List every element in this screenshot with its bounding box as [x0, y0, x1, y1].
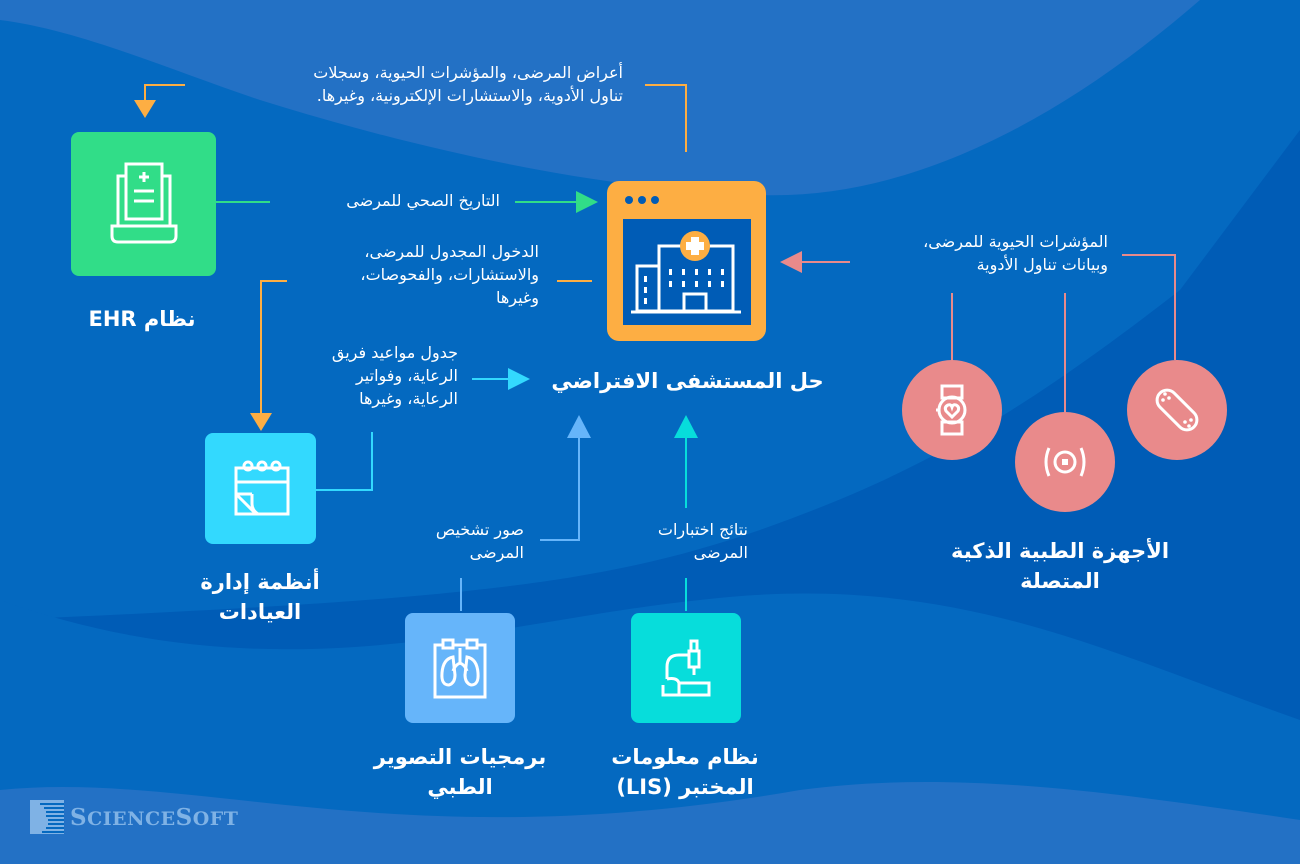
- devices-title: الأجهزة الطبية الذكية المتصلة: [950, 539, 1170, 593]
- flow-label-ehr-to-hub: التاريخ الصحي للمرضى: [346, 191, 500, 210]
- flow-label-lab-to-hub: نتائج اختبارات المرضى: [657, 520, 748, 562]
- hub-title: حل المستشفى الافتراضي: [551, 369, 824, 393]
- arrow-down-icon: [250, 413, 272, 431]
- microscope-icon: [661, 639, 711, 697]
- smartwatch-heart-icon: [936, 384, 967, 436]
- ehr-title: نظام EHR: [88, 307, 196, 331]
- medical-imaging-node[interactable]: [405, 613, 515, 723]
- ehr-laptop-document-icon: [110, 162, 177, 244]
- flow-label-imaging-to-hub: صور تشخيص المرضى: [435, 520, 524, 562]
- flow-label-clinic-to-hub: جدول مواعيد فريق الرعاية، وفواتير الرعاي…: [331, 343, 458, 408]
- adhesive-patch-icon: [1155, 388, 1199, 432]
- flow-label-devices-to-hub: المؤشرات الحيوية للمرضى، وبيانات تناول ا…: [923, 232, 1108, 274]
- lab-information-system-node[interactable]: [631, 613, 741, 723]
- arrow-right-icon: [576, 191, 598, 213]
- clinic-title: أنظمة إدارة العيادات: [200, 570, 320, 624]
- calendar-icon: [234, 460, 289, 515]
- flow-label-hub-to-clinic: الدخول المجدول للمرضى، والاستشارات، والف…: [360, 242, 539, 307]
- sciencesoft-wordmark: SCIENCESOFT: [70, 803, 239, 831]
- arrow-up-icon: [674, 415, 698, 438]
- arrow-left-icon: [780, 251, 802, 273]
- sciencesoft-logo-icon: [30, 800, 64, 834]
- arrow-down-icon: [134, 100, 156, 118]
- flow-label-hub-to-ehr: أعراض المرضى، والمؤشرات الحيوية، وسجلات …: [313, 63, 623, 105]
- clinic-management-node[interactable]: [205, 433, 316, 544]
- device-patch[interactable]: [1127, 360, 1227, 460]
- imaging-title: برمجيات التصوير الطبي: [373, 745, 547, 799]
- virtual-hospital-hub[interactable]: [607, 181, 766, 341]
- arrow-right-icon: [508, 368, 530, 390]
- device-smartwatch[interactable]: [902, 360, 1002, 460]
- lungs-xray-icon: [433, 638, 487, 699]
- sensor-signal-icon: [1044, 447, 1086, 477]
- lab-title: نظام معلومات المختبر (LIS): [611, 745, 759, 799]
- sciencesoft-logo[interactable]: SCIENCESOFT: [30, 800, 238, 834]
- ehr-system-node[interactable]: [71, 132, 216, 276]
- arrow-up-icon: [567, 415, 591, 438]
- flow-line-hub-to-ehr: [645, 84, 687, 152]
- hospital-browser-icon: [623, 196, 751, 325]
- device-sensor[interactable]: [1015, 412, 1115, 512]
